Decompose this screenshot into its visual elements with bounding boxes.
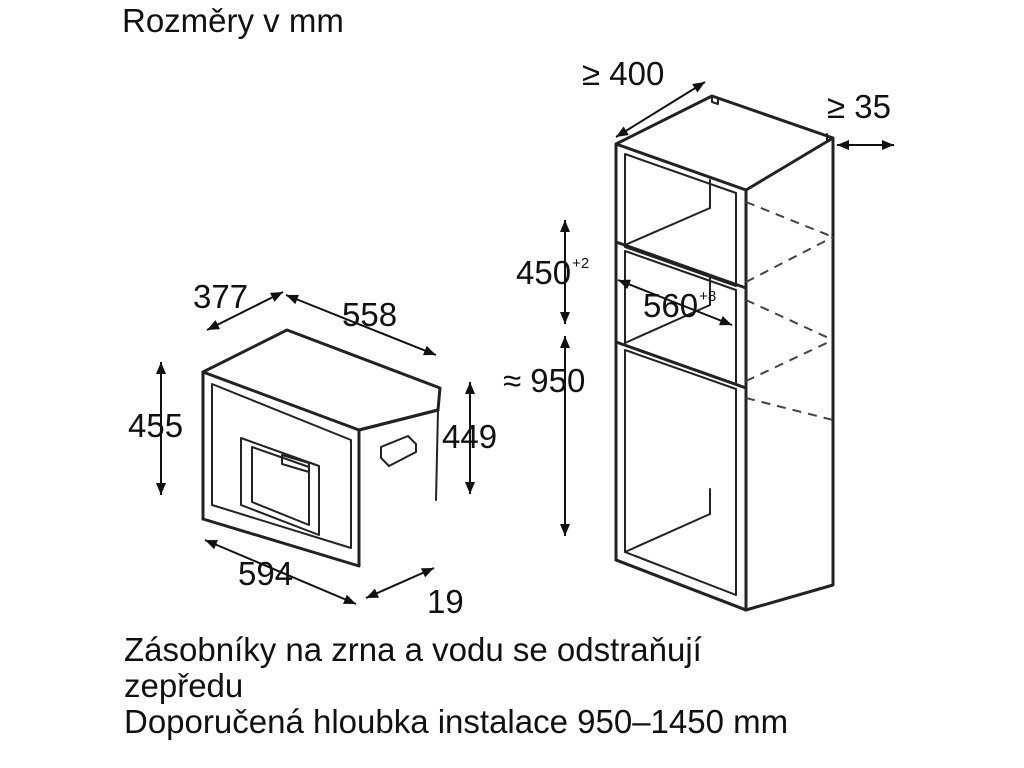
installation-notes: Zásobníky na zrna a vodu se odstraňují z…	[124, 632, 788, 740]
dimension-arrowhead-7-start	[837, 140, 849, 150]
cabinet-niche-height-value: 450	[516, 254, 572, 291]
dimension-arrowhead-9-end	[560, 524, 570, 536]
dimension-arrowhead-1-start	[286, 294, 299, 305]
dimension-lines	[160, 81, 894, 605]
dimension-arrowhead-9-start	[560, 336, 570, 348]
cabinet-approx-height-label: ≈ 950	[503, 362, 586, 399]
cabinet-niche-width-value: 560	[643, 287, 699, 324]
note-line-2: zepředu	[124, 667, 244, 704]
cabinet-niche-width-tolerance: +8	[699, 288, 717, 305]
coffee-machine-inner-height-label: 449	[442, 418, 498, 455]
coffee-machine-height-label: 455	[128, 407, 184, 444]
cabinet-niche-width-label: 560+8	[643, 287, 716, 325]
page-title: Rozměry v mm	[122, 2, 344, 39]
dimension-arrowhead-5-end	[421, 568, 434, 578]
dimension-arrowhead-4-start	[205, 540, 218, 550]
dimension-arrowhead-2-end	[156, 483, 166, 495]
coffee-machine-depth-label: 377	[193, 278, 249, 315]
dimension-arrowhead-1-end	[423, 345, 436, 356]
cabinet-drawing	[614, 94, 835, 612]
cabinet-niche-height-tolerance: +2	[572, 255, 590, 272]
cabinet-min-gap-label: ≥ 35	[827, 88, 891, 125]
cabinet-niche-height-label: 450+2	[516, 254, 589, 292]
dimension-arrowhead-6-end	[692, 82, 705, 93]
cabinet-min-width-label: ≥ 400	[582, 55, 665, 92]
note-line-3: Doporučená hloubka instalace 950–1450 mm	[124, 703, 789, 740]
dimension-arrowhead-0-start	[207, 320, 220, 330]
dimension-arrowhead-3-start	[465, 382, 475, 394]
dimension-arrowhead-7-end	[882, 140, 894, 150]
dimension-arrowhead-4-end	[343, 594, 356, 604]
dimension-arrowhead-6-start	[616, 126, 629, 137]
dimension-arrowhead-3-end	[465, 482, 475, 494]
dimension-arrowhead-5-start	[366, 588, 379, 598]
dimension-arrowhead-10-start	[618, 279, 631, 290]
coffee-machine-front-depth-label: 19	[427, 583, 464, 620]
note-line-1: Zásobníky na zrna a vodu se odstraňují	[124, 631, 702, 668]
dimension-arrowhead-2-start	[156, 362, 166, 374]
coffee-machine-front-width-label: 594	[238, 555, 294, 592]
coffee-machine-width-label: 558	[342, 296, 398, 333]
dimension-arrowhead-8-start	[560, 220, 570, 232]
dimension-arrowhead-10-end	[719, 315, 732, 326]
dimension-arrowhead-0-end	[270, 292, 283, 302]
coffee-machine-drawing	[201, 328, 442, 568]
dimension-arrowhead-8-end	[560, 312, 570, 324]
